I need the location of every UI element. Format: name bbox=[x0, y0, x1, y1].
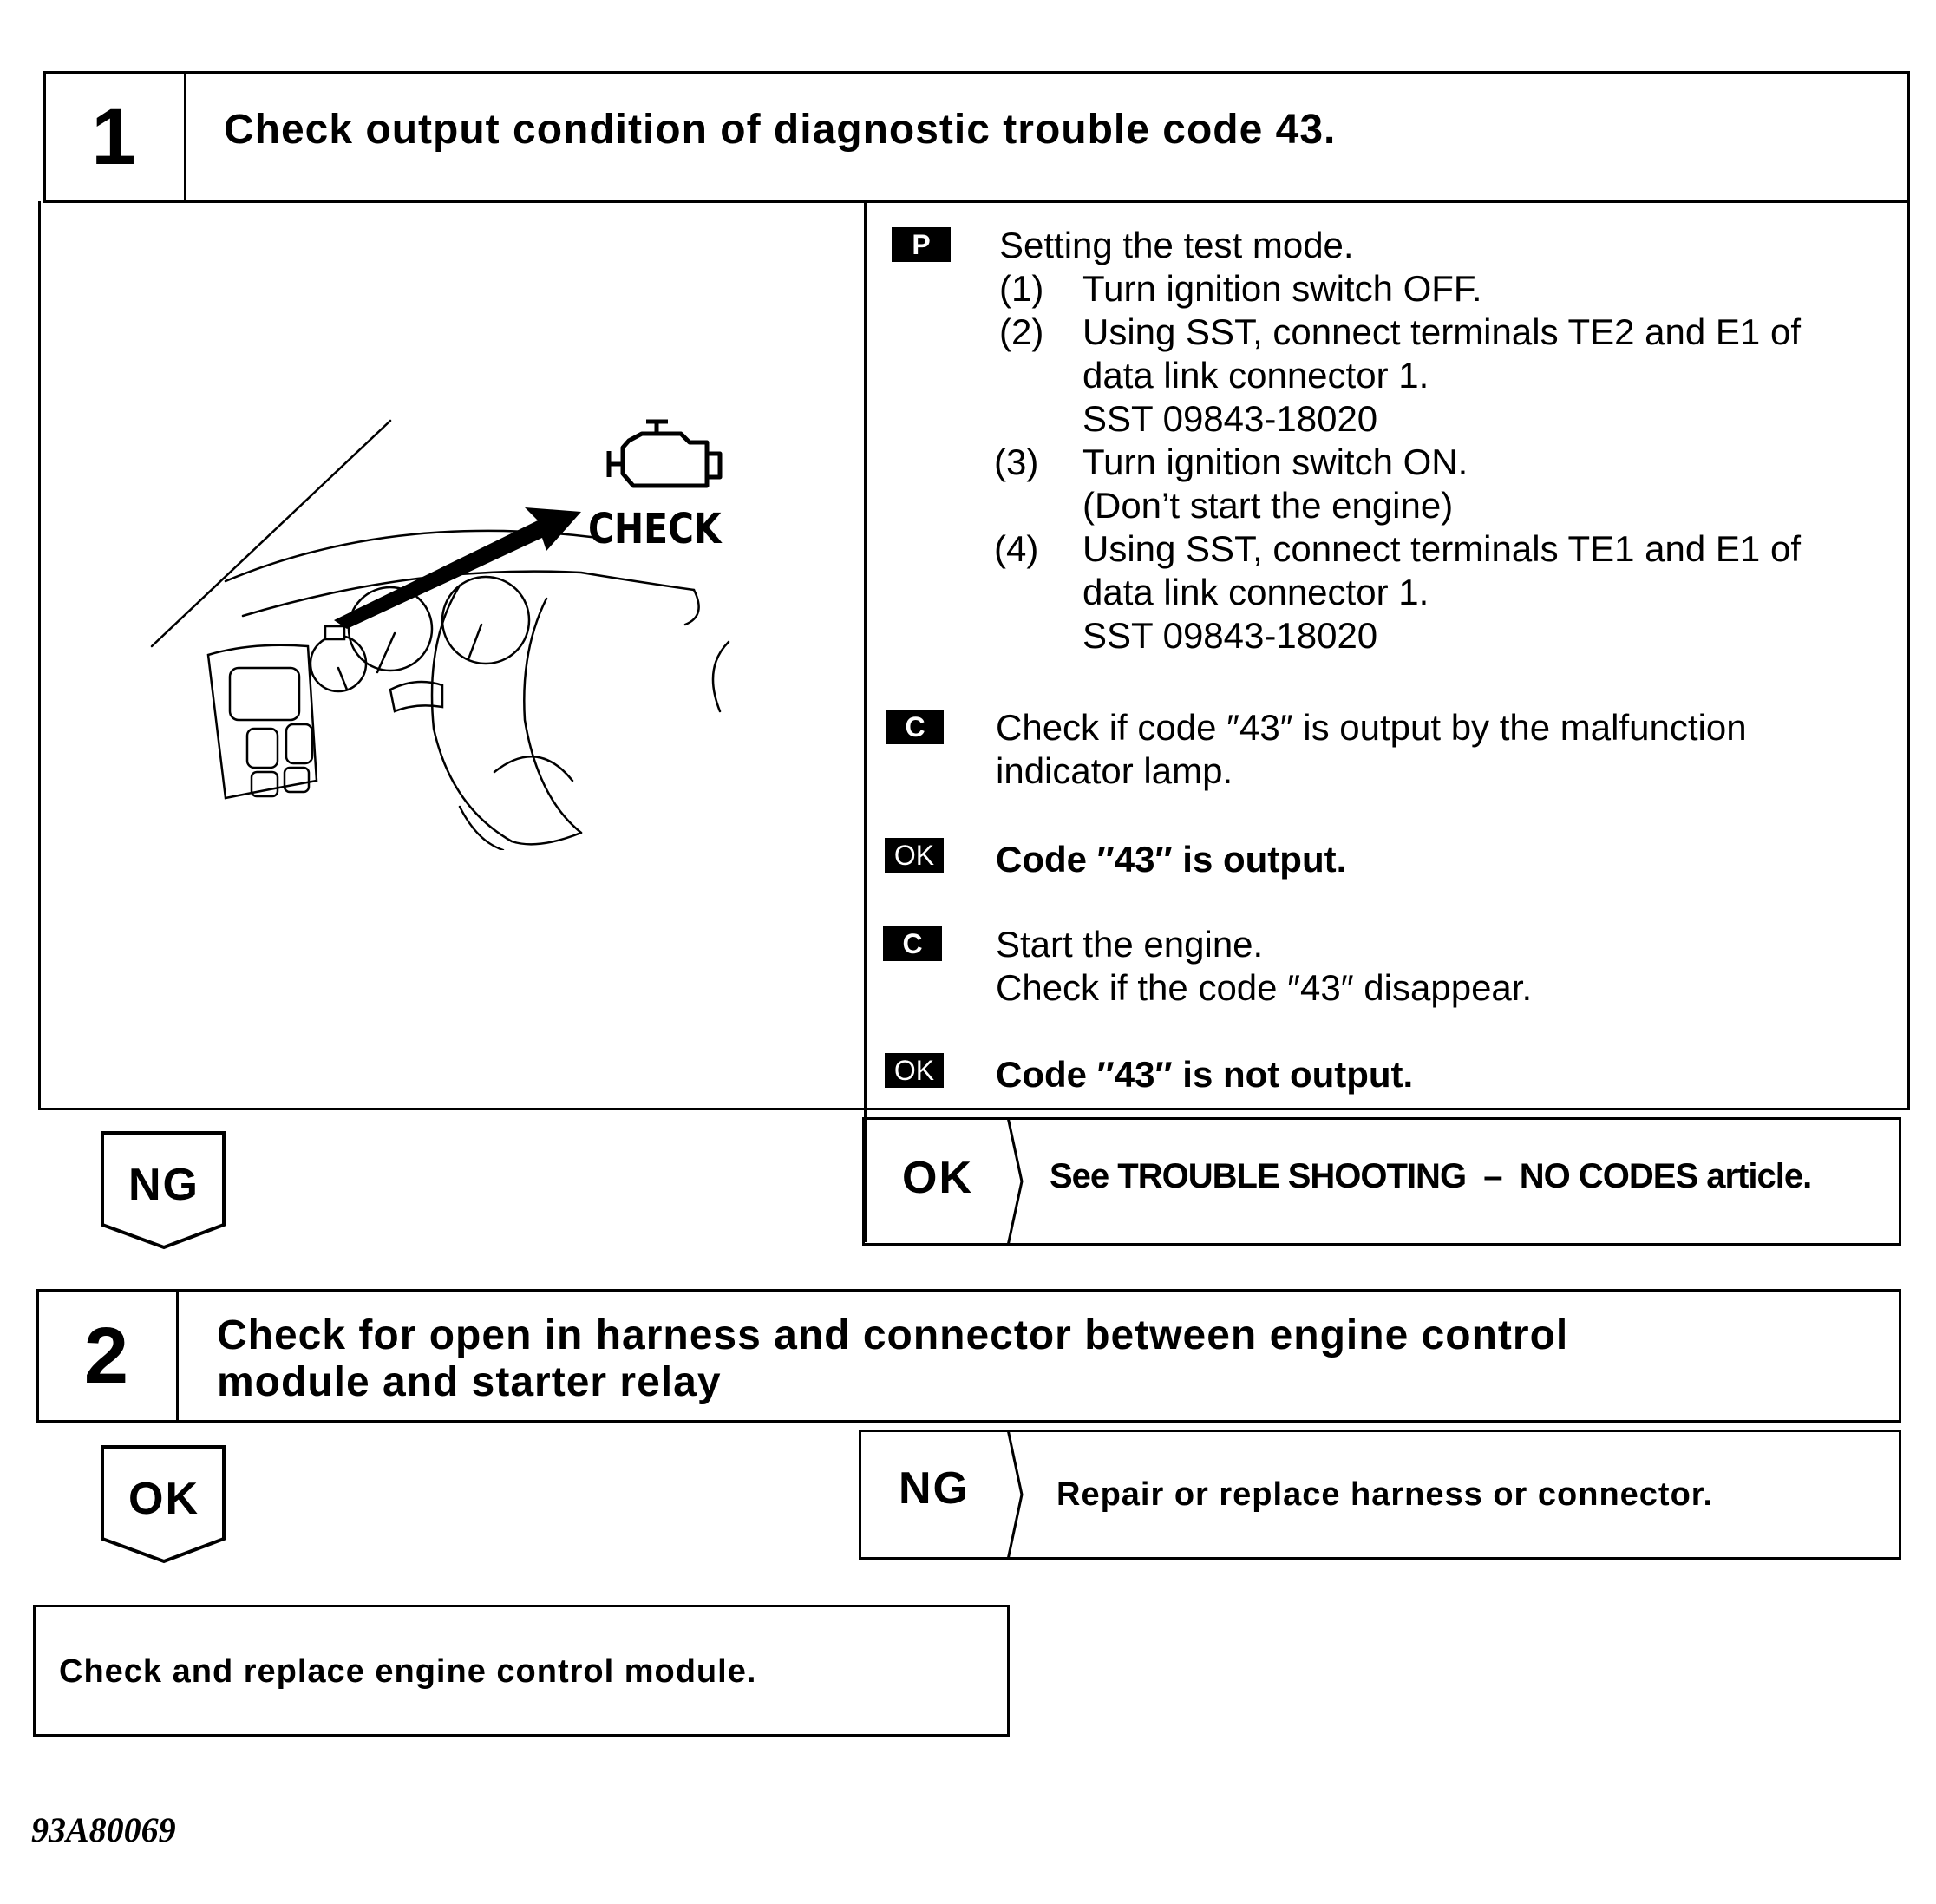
ok-flow-label: OK bbox=[128, 1474, 199, 1524]
final-action-box bbox=[33, 1605, 1010, 1737]
item-text: Using SST, connect terminals TE2 and E1 … bbox=[1082, 311, 1801, 352]
ng-flow-tag bbox=[101, 1131, 226, 1250]
check-engine-icon bbox=[606, 419, 723, 488]
procedure-item-4-sst: SST 09843-18020 bbox=[1082, 615, 1378, 656]
procedure-item-4-line2: data link connector 1. bbox=[1082, 572, 1429, 612]
step1-title: Check output condition of diagnostic tro… bbox=[224, 107, 1337, 153]
step1-ok-result bbox=[862, 1117, 1901, 1246]
ok-result-label: OK bbox=[902, 1153, 973, 1203]
result-separator bbox=[1006, 1117, 1024, 1246]
ok-result-text: See TROUBLE SHOOTING – NO CODES article. bbox=[1050, 1157, 1812, 1195]
check-label: CHECK bbox=[588, 505, 722, 553]
ok1-text: Code ″43″ is output. bbox=[996, 839, 1347, 880]
procedure-badge: P bbox=[892, 227, 951, 262]
dashboard-illustration bbox=[150, 419, 730, 850]
check2-badge: C bbox=[883, 926, 942, 961]
item-text: Turn ignition switch OFF. bbox=[1082, 268, 1482, 309]
check2-line2: Check if the code ″43″ disappear. bbox=[996, 967, 1533, 1008]
step2-ng-result bbox=[859, 1430, 1901, 1560]
step1-divider bbox=[864, 201, 867, 1242]
ok2-badge: OK bbox=[885, 1053, 944, 1088]
ng-flow-label: NG bbox=[128, 1160, 199, 1210]
item-number: (2) bbox=[999, 311, 1044, 352]
step2-title-line2: module and starter relay bbox=[217, 1359, 722, 1405]
step2-header bbox=[36, 1289, 1901, 1423]
check2-line1: Start the engine. bbox=[996, 924, 1264, 965]
ok-flow-tag bbox=[101, 1445, 226, 1564]
step2-number: 2 bbox=[36, 1289, 179, 1423]
step1-header bbox=[43, 71, 1910, 203]
item-number: (3) bbox=[994, 442, 1039, 482]
procedure-item-2-line2: data link connector 1. bbox=[1082, 355, 1429, 396]
procedure-item-1: (1) Turn ignition switch OFF. bbox=[999, 267, 1482, 311]
procedure-item-4: (4) Using SST, connect terminals TE1 and … bbox=[994, 527, 1801, 571]
ok2-text: Code ″43″ is not output. bbox=[996, 1054, 1414, 1095]
ok1-badge: OK bbox=[885, 838, 944, 873]
check1-line1: Check if code ″43″ is output by the malf… bbox=[996, 707, 1747, 748]
result-separator bbox=[1006, 1430, 1024, 1560]
check1-badge: C bbox=[886, 710, 944, 744]
figure-id: 93A80069 bbox=[31, 1810, 176, 1849]
item-text: Using SST, connect terminals TE1 and E1 … bbox=[1082, 528, 1801, 569]
item-text: Turn ignition switch ON. bbox=[1082, 442, 1468, 482]
ng-result-text: Repair or replace harness or connector. bbox=[1056, 1476, 1714, 1513]
step2-title-line1: Check for open in harness and connector … bbox=[217, 1312, 1569, 1358]
step1-number: 1 bbox=[43, 71, 186, 203]
ng-result-label: NG bbox=[899, 1463, 970, 1514]
procedure-item-3-line2: (Don’t start the engine) bbox=[1082, 485, 1454, 526]
procedure-item-3: (3) Turn ignition switch ON. bbox=[994, 441, 1468, 484]
item-number: (4) bbox=[994, 528, 1039, 569]
procedure-heading: Setting the test mode. bbox=[999, 225, 1354, 265]
procedure-item-2: (2) Using SST, connect terminals TE2 and … bbox=[999, 311, 1801, 354]
check1-line2: indicator lamp. bbox=[996, 750, 1233, 791]
final-action-text: Check and replace engine control module. bbox=[59, 1653, 757, 1690]
step1-body bbox=[38, 201, 1910, 1110]
item-number: (1) bbox=[999, 268, 1044, 309]
procedure-item-2-sst: SST 09843-18020 bbox=[1082, 398, 1378, 439]
